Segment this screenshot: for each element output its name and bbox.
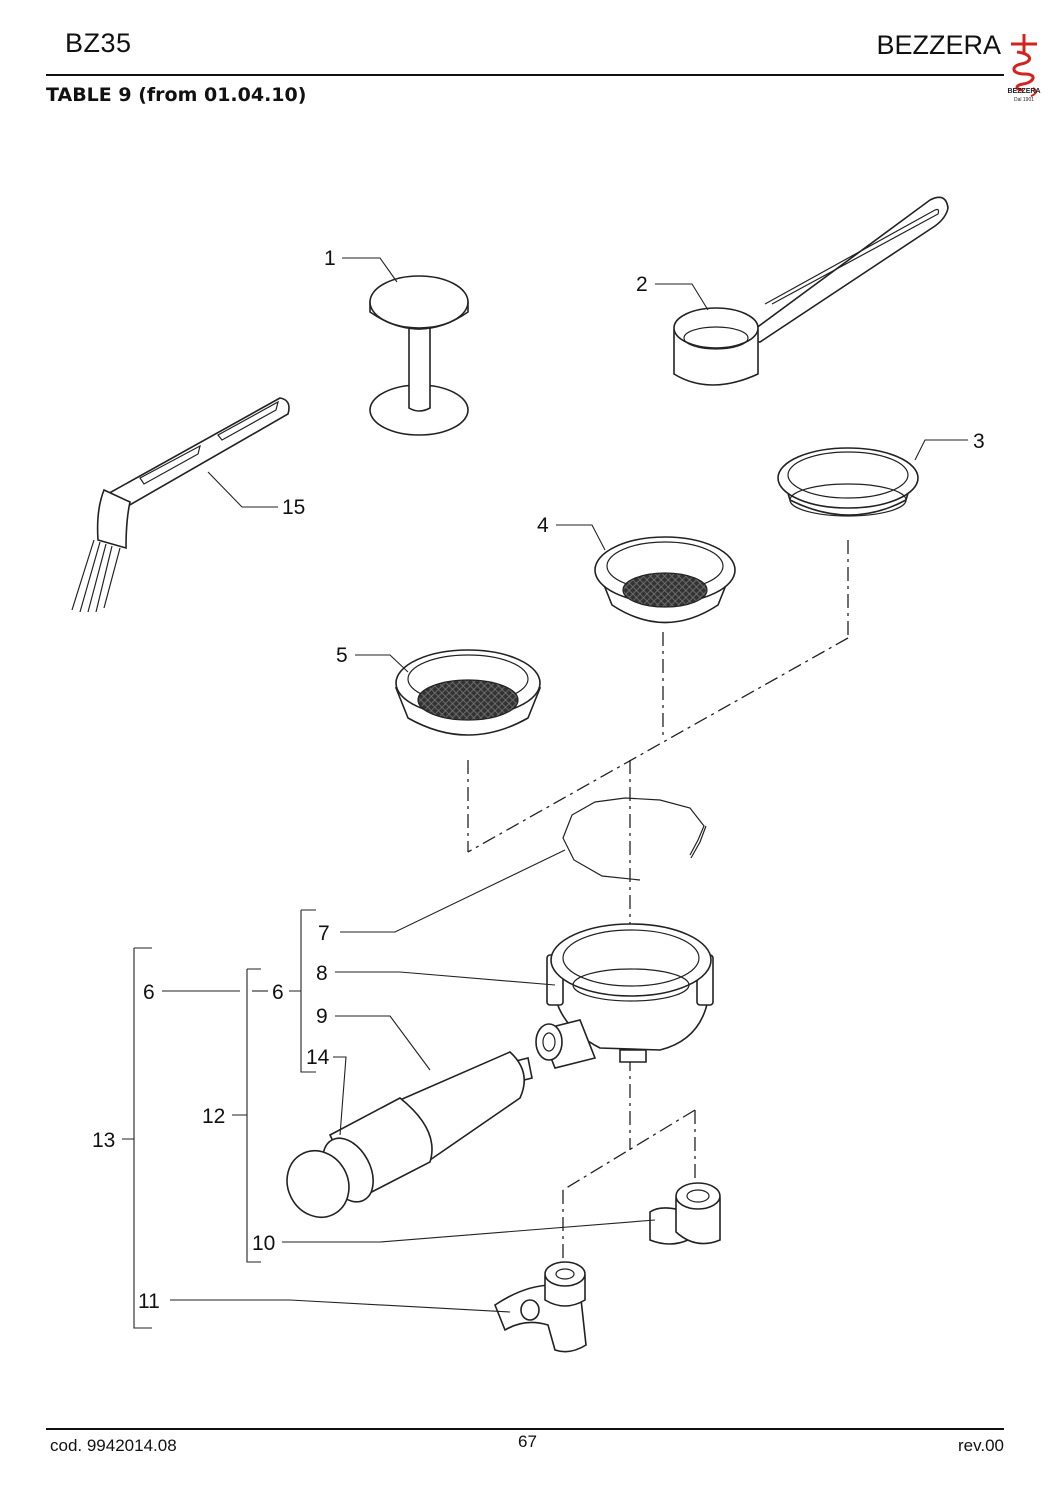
model-name: BZ35: [65, 28, 132, 58]
revision: rev.00: [958, 1436, 1004, 1455]
page-number: 67: [518, 1432, 537, 1451]
part-handle: [286, 1051, 533, 1218]
part-dosing-spoon: [673, 196, 949, 386]
callout-10: 10: [252, 1232, 275, 1255]
callout-15: 15: [282, 496, 305, 519]
footer-rule: [46, 1428, 1004, 1430]
callout-14: 14: [306, 1046, 330, 1069]
table-title: TABLE 9 (from 01.04.10): [46, 84, 307, 106]
callout-5: 5: [336, 644, 348, 667]
callout-9: 9: [316, 1005, 328, 1028]
part-portafilter-body: [535, 923, 714, 1069]
callout-3: 3: [973, 430, 985, 453]
assembly-axis-lines: [467, 540, 849, 1260]
callout-4: 4: [537, 514, 549, 537]
callout-6-inner: 6: [272, 981, 284, 1004]
callout-6-outer: 6: [143, 981, 155, 1004]
callout-13: 13: [92, 1129, 115, 1152]
document-code: cod. 9942014.08: [50, 1436, 177, 1455]
header-rule: [46, 74, 1004, 76]
part-blind-filter: [777, 447, 919, 517]
callout-7: 7: [318, 922, 330, 945]
brand-name: BEZZERA: [876, 30, 1001, 60]
bezzera-logo-icon: [1011, 34, 1037, 97]
part-tamper: [369, 275, 469, 436]
callout-11: 11: [138, 1290, 160, 1313]
logo-wordmark: BEZZERA: [1007, 88, 1041, 95]
part-single-filter: [394, 649, 542, 736]
callout-1: 1: [324, 247, 336, 270]
leader-lines: [122, 257, 968, 1329]
part-double-spout: [649, 1182, 721, 1245]
part-double-filter: [594, 536, 736, 624]
callout-2: 2: [636, 273, 648, 296]
part-filter-spring: [562, 797, 707, 881]
part-single-spout: [494, 1261, 587, 1353]
callout-8: 8: [316, 962, 328, 985]
callout-12: 12: [202, 1105, 225, 1128]
part-cleaning-brush: [71, 397, 290, 613]
logo-tagline: Dal 1901: [1013, 97, 1034, 103]
